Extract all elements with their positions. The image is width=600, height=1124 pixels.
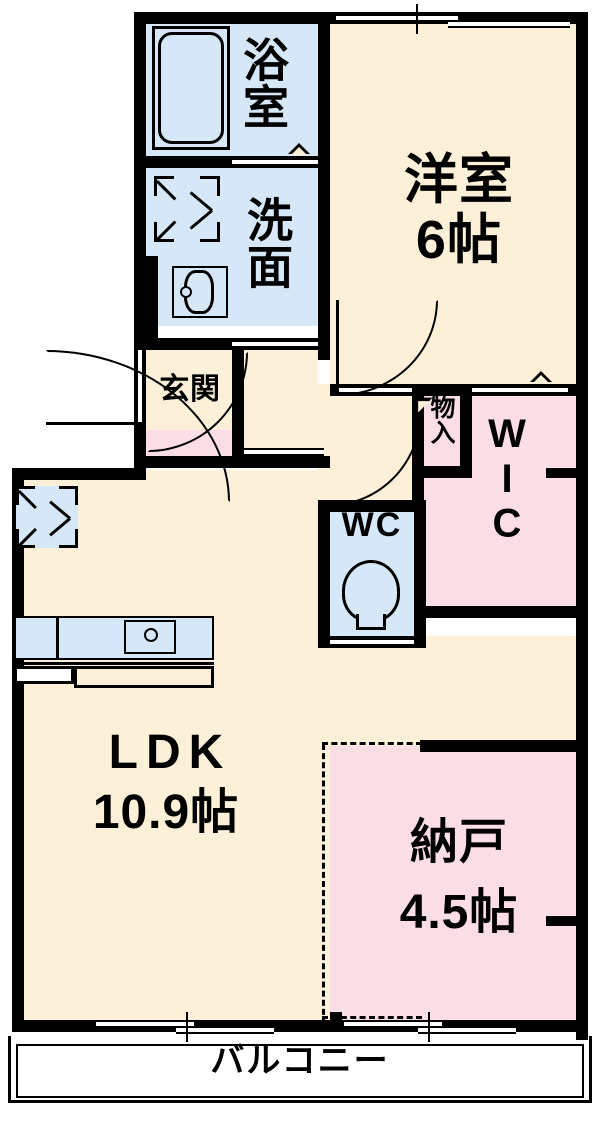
room-fill-ldk [12, 470, 330, 1020]
bathtub [158, 32, 224, 144]
balcony-rail [16, 1044, 584, 1098]
wall-nando-top [420, 740, 588, 752]
door-hall-ldk [244, 448, 324, 456]
room-fill-wic [424, 390, 588, 606]
toilet-tank [356, 614, 386, 630]
kitchen-counter [14, 616, 214, 660]
washer-pan-washroom [154, 176, 220, 242]
label-wic: WIC [485, 412, 529, 547]
wall-wc-right [414, 500, 426, 648]
door-wc [330, 638, 414, 646]
wall-closet-bottom [412, 466, 472, 478]
label-bath: 浴室 [237, 36, 289, 130]
wall-right [576, 12, 588, 1040]
window-tick-balcony-right [428, 1012, 430, 1042]
wall-stub-washroom-left [146, 256, 158, 340]
label-nando-name: 納戸 [410, 816, 508, 869]
wall-stub-nando-right [546, 916, 588, 926]
window-balcony-left-2 [176, 1026, 274, 1034]
window-balcony-right-2 [418, 1026, 516, 1034]
label-nando-size: 4.5帖 [399, 886, 519, 939]
washbasin-faucet-icon [180, 286, 192, 298]
wall-wic-bottom [414, 606, 588, 618]
wall-stub-wic-right [546, 468, 588, 478]
window-balcony-right-1 [344, 1020, 442, 1028]
label-entrance: 玄関 [159, 373, 221, 406]
wic-door-chevron-inner-icon [533, 375, 549, 383]
nando-partition-dashed-top [322, 742, 422, 745]
room-fill-ldk-2 [330, 636, 588, 748]
balcony-outer-left [8, 1036, 11, 1103]
label-bedroom-name: 洋室 [403, 150, 515, 210]
kitchen-lower-cabinet [14, 666, 74, 684]
door-wic [472, 386, 568, 394]
window-tick-bedroom [416, 4, 418, 34]
washer-pan-ldk [16, 486, 78, 548]
wall-closet-right [460, 384, 472, 478]
door-bath [232, 158, 318, 166]
window-balcony-left-1 [96, 1020, 194, 1028]
label-ldk-size: 10.9帖 [92, 786, 240, 839]
wall-left-ldk [12, 468, 24, 1032]
nando-partition-dashed [322, 744, 325, 1024]
door-leaf-bedroom [336, 300, 339, 392]
label-ldk-name: LDK [108, 726, 232, 779]
toilet-bowl [342, 560, 400, 622]
window-tick-balcony-left [186, 1012, 188, 1042]
label-balcony: バルコニー [210, 1042, 390, 1080]
kitchen-counter-divider [56, 616, 59, 660]
wall-wc-left [318, 500, 330, 648]
kitchen-faucet-icon [144, 628, 158, 642]
door-washroom [232, 340, 318, 348]
door-leaf-entrance [46, 422, 142, 425]
wall-bath-bedroom [318, 12, 330, 360]
kitchen-counter-lower [74, 666, 214, 688]
kitchen-counter-edge [14, 662, 214, 665]
bath-door-chevron-inner-icon [291, 147, 307, 155]
label-wc: WC [341, 506, 403, 544]
label-washroom: 洗面 [241, 196, 293, 290]
label-closet: 物入 [427, 394, 455, 445]
nando-partition-dashed-bottom [322, 1016, 422, 1019]
balcony-outer-right [589, 1036, 592, 1103]
wall-ldk-nando [330, 1012, 342, 1032]
label-bedroom-size: 6帖 [415, 210, 503, 270]
window-bedroom-top-2 [448, 20, 570, 28]
balcony-outer-edge [8, 1100, 592, 1103]
window-bedroom-top [336, 14, 458, 22]
room-fill-nando [330, 746, 588, 1020]
